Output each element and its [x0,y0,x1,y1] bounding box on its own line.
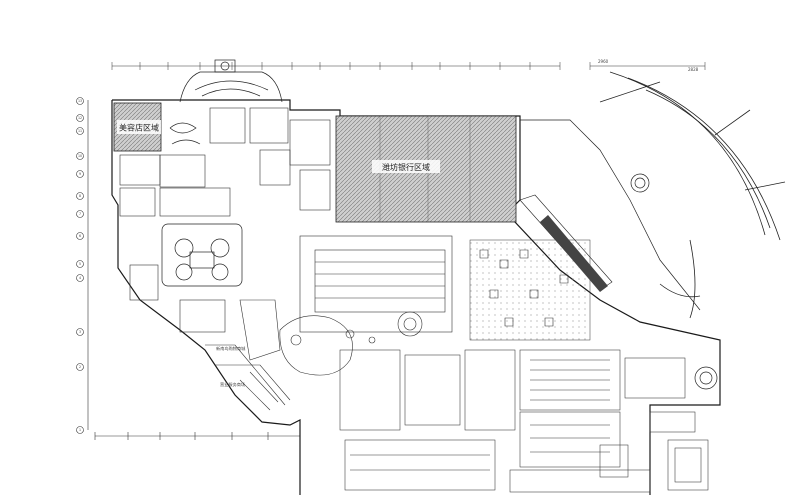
svg-text:3: 3 [79,330,81,334]
west-label-a: 新南岛购物商城 [216,345,246,352]
west-label-b: 营业服务商场 [220,381,245,388]
bottom-dimension-line [94,432,301,440]
svg-text:1: 1 [79,428,81,432]
bank-label: 潍坊银行区域 [382,162,430,172]
curved-facade [599,71,786,319]
svg-text:12: 12 [78,116,82,120]
central-lounge-feature [161,122,243,287]
west-wing-rooms [119,107,331,361]
left-grid-axis-labels: 13 12 11 10 9 8 7 6 5 4 3 2 1 [78,99,82,432]
angled-corridor [519,119,701,311]
svg-text:6: 6 [79,234,81,238]
plaza-furniture [479,249,569,327]
svg-text:13: 13 [78,99,82,103]
round-towers [630,173,718,390]
dimension-label-right-a: 2960 [598,59,609,64]
svg-text:9: 9 [79,172,81,176]
svg-text:8: 8 [79,194,81,198]
west-wing-diagonal [205,344,291,411]
entrance-canopy [179,59,283,103]
svg-text:7: 7 [79,212,81,216]
southern-retail-blocks [339,349,709,493]
left-grid-axis [76,97,89,434]
dimension-label-right-b: 2828 [688,67,699,72]
beauty-salon-label: 美容店区域 [119,123,159,133]
svg-text:11: 11 [78,129,82,133]
svg-text:4: 4 [79,276,81,280]
beauty-salon-zone: 美容店区域 [113,102,162,152]
svg-text:10: 10 [78,154,82,158]
svg-text:5: 5 [79,262,81,266]
top-dimension-line [111,62,706,70]
central-atrium [279,235,453,376]
svg-text:2: 2 [79,365,81,369]
bank-zone: 潍坊银行区域 [335,115,517,223]
